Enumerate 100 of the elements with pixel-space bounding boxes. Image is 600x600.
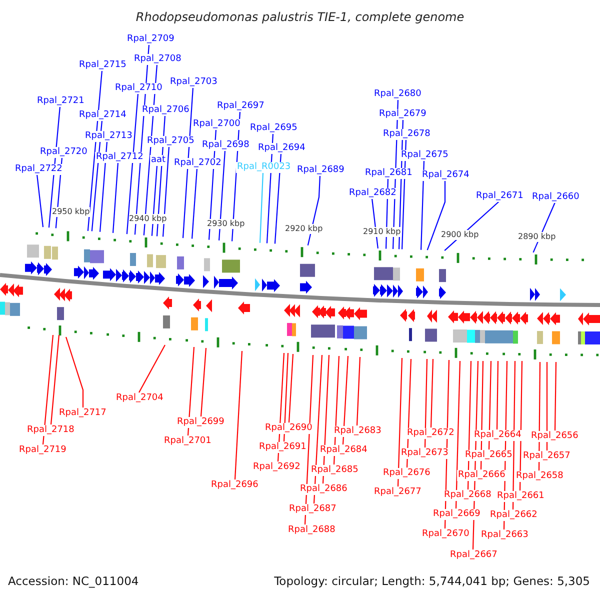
leader-line [274, 153, 282, 244]
gene-label: Rpal_2657 [522, 450, 572, 462]
gene-label: Rpal_2681 [364, 168, 414, 178]
gene-label: Rpal_2697 [216, 100, 266, 112]
gene-label: Rpal_2717 [58, 408, 108, 418]
leader-line [99, 141, 108, 232]
gene-label: Rpal_2703 [169, 76, 218, 88]
leader-line [424, 358, 428, 448]
leader-line [288, 354, 294, 423]
leader-line [65, 336, 84, 408]
leader-line [356, 356, 361, 426]
gene-label: Rpal_2721 [36, 96, 86, 106]
leader-line [234, 350, 243, 480]
gene-label: Rpal_2700 [192, 118, 242, 130]
leader-line [138, 344, 166, 393]
gene-label: Rpal_2713 [84, 130, 134, 142]
gene-label: Rpal_2669 [432, 508, 482, 520]
leader-line [426, 180, 446, 250]
leader-line [42, 334, 54, 445]
gene-label: Rpal_2689 [296, 164, 346, 176]
leader-line [162, 146, 170, 237]
gene-label: Rpal_2690 [264, 422, 314, 434]
gene-label: Rpal_2719 [18, 444, 68, 456]
gene-label: Rpal_2688 [287, 524, 336, 536]
gene-label: Rpal_2668 [443, 490, 492, 500]
gene-label: Rpal_2686 [299, 484, 348, 494]
gene-label: Rpal_2698 [201, 140, 250, 150]
gene-label: Rpal_2715 [78, 60, 128, 70]
scale-label: 2920 kbp [285, 224, 323, 234]
gene-label: Rpal_2661 [496, 490, 546, 502]
gene-label: Rpal_2664 [473, 430, 522, 440]
gene-label: Rpal_2701 [163, 436, 212, 446]
gene-label: Rpal_2720 [39, 146, 88, 158]
scale-label: 2890 kbp [518, 232, 556, 242]
leader-line [191, 168, 198, 239]
gene-label: Rpal_2695 [249, 122, 298, 134]
gene-label: aat [150, 154, 167, 166]
gene-label: Rpal_2694 [257, 142, 306, 154]
gene-label: Rpal_2692 [252, 462, 302, 472]
leader-line [36, 174, 44, 228]
gene-label: Rpal_2671 [475, 190, 524, 202]
gene-label: Rpal_2683 [333, 426, 382, 436]
accession-text: Accession: NC_011004 [8, 574, 139, 588]
gene-label: Rpal_2672 [406, 428, 456, 438]
gene-label: Rpal_2679 [378, 108, 428, 120]
leader-line [420, 160, 425, 250]
leader-line [259, 172, 264, 243]
gene-label: Rpal_2675 [400, 150, 450, 160]
gene-label: Rpal_2699 [176, 416, 226, 428]
leader-line [397, 358, 403, 487]
gene-label: Rpal_2677 [373, 486, 422, 498]
scale-label: 2910 kbp [363, 227, 401, 237]
gene-label: Rpal_2705 [146, 136, 196, 146]
gene-label: Rpal_2667 [449, 550, 498, 560]
gene-label: Rpal_2674 [421, 170, 470, 180]
leader-line [430, 358, 434, 428]
leader-line [218, 150, 226, 240]
gene-label: Rpal_2660 [531, 192, 580, 202]
leader-line [283, 352, 289, 442]
scale-label: 2900 kbp [441, 230, 479, 240]
gene-label: Rpal_R0023 [236, 162, 292, 172]
gene-label: Rpal_2665 [464, 450, 514, 460]
gene-label: Rpal_2709 [126, 34, 176, 44]
gene-label: Rpal_2706 [141, 104, 190, 116]
chart-title: Rhodopseudomonas palustris TIE-1, complete genome [134, 10, 466, 24]
leader-line [546, 362, 548, 450]
gene-label: Rpal_2696 [210, 480, 260, 490]
gene-label: Rpal_2718 [26, 424, 76, 436]
scale-label: 2950 kbp [52, 207, 90, 217]
leader-line [50, 334, 60, 425]
leader-line [512, 361, 516, 510]
gene-label: Rpal_2710 [114, 82, 164, 94]
gene-label: Rpal_2702 [173, 158, 222, 168]
leader-line [126, 93, 139, 234]
leader-line [307, 175, 321, 246]
gene-label: Rpal_2676 [382, 468, 432, 478]
gene-label: Rpal_2691 [258, 442, 308, 452]
leader-line [455, 360, 461, 509]
leader-line [182, 87, 194, 238]
leader-line [488, 360, 492, 450]
gene-label: Rpal_2682 [348, 188, 398, 198]
genome-summary-text: Topology: circular; Length: 5,744,041 bp; Genes: 5,305 [274, 574, 590, 588]
gene-label: Rpal_2714 [78, 110, 128, 120]
leader-line [112, 162, 119, 233]
gene-label: Rpal_2685 [310, 464, 360, 476]
gene-label: Rpal_2678 [382, 128, 432, 140]
leader-line [151, 165, 158, 236]
gene-label: Rpal_2656 [530, 430, 580, 442]
gene-label: Rpal_2658 [515, 470, 564, 482]
leader-line [554, 362, 557, 430]
gene-label: Rpal_2680 [373, 88, 422, 100]
gene-label: Rpal_2708 [133, 54, 182, 64]
gene-label: Rpal_2673 [400, 448, 450, 458]
scale-label: 2930 kbp [207, 219, 245, 229]
scale-label: 2940 kbp [129, 214, 167, 224]
gene-label: Rpal_2704 [115, 392, 164, 404]
leader-line [496, 361, 499, 430]
leader-line [187, 346, 195, 436]
gene-label: Rpal_2666 [457, 470, 506, 480]
gene-label: Rpal_2722 [14, 164, 64, 174]
